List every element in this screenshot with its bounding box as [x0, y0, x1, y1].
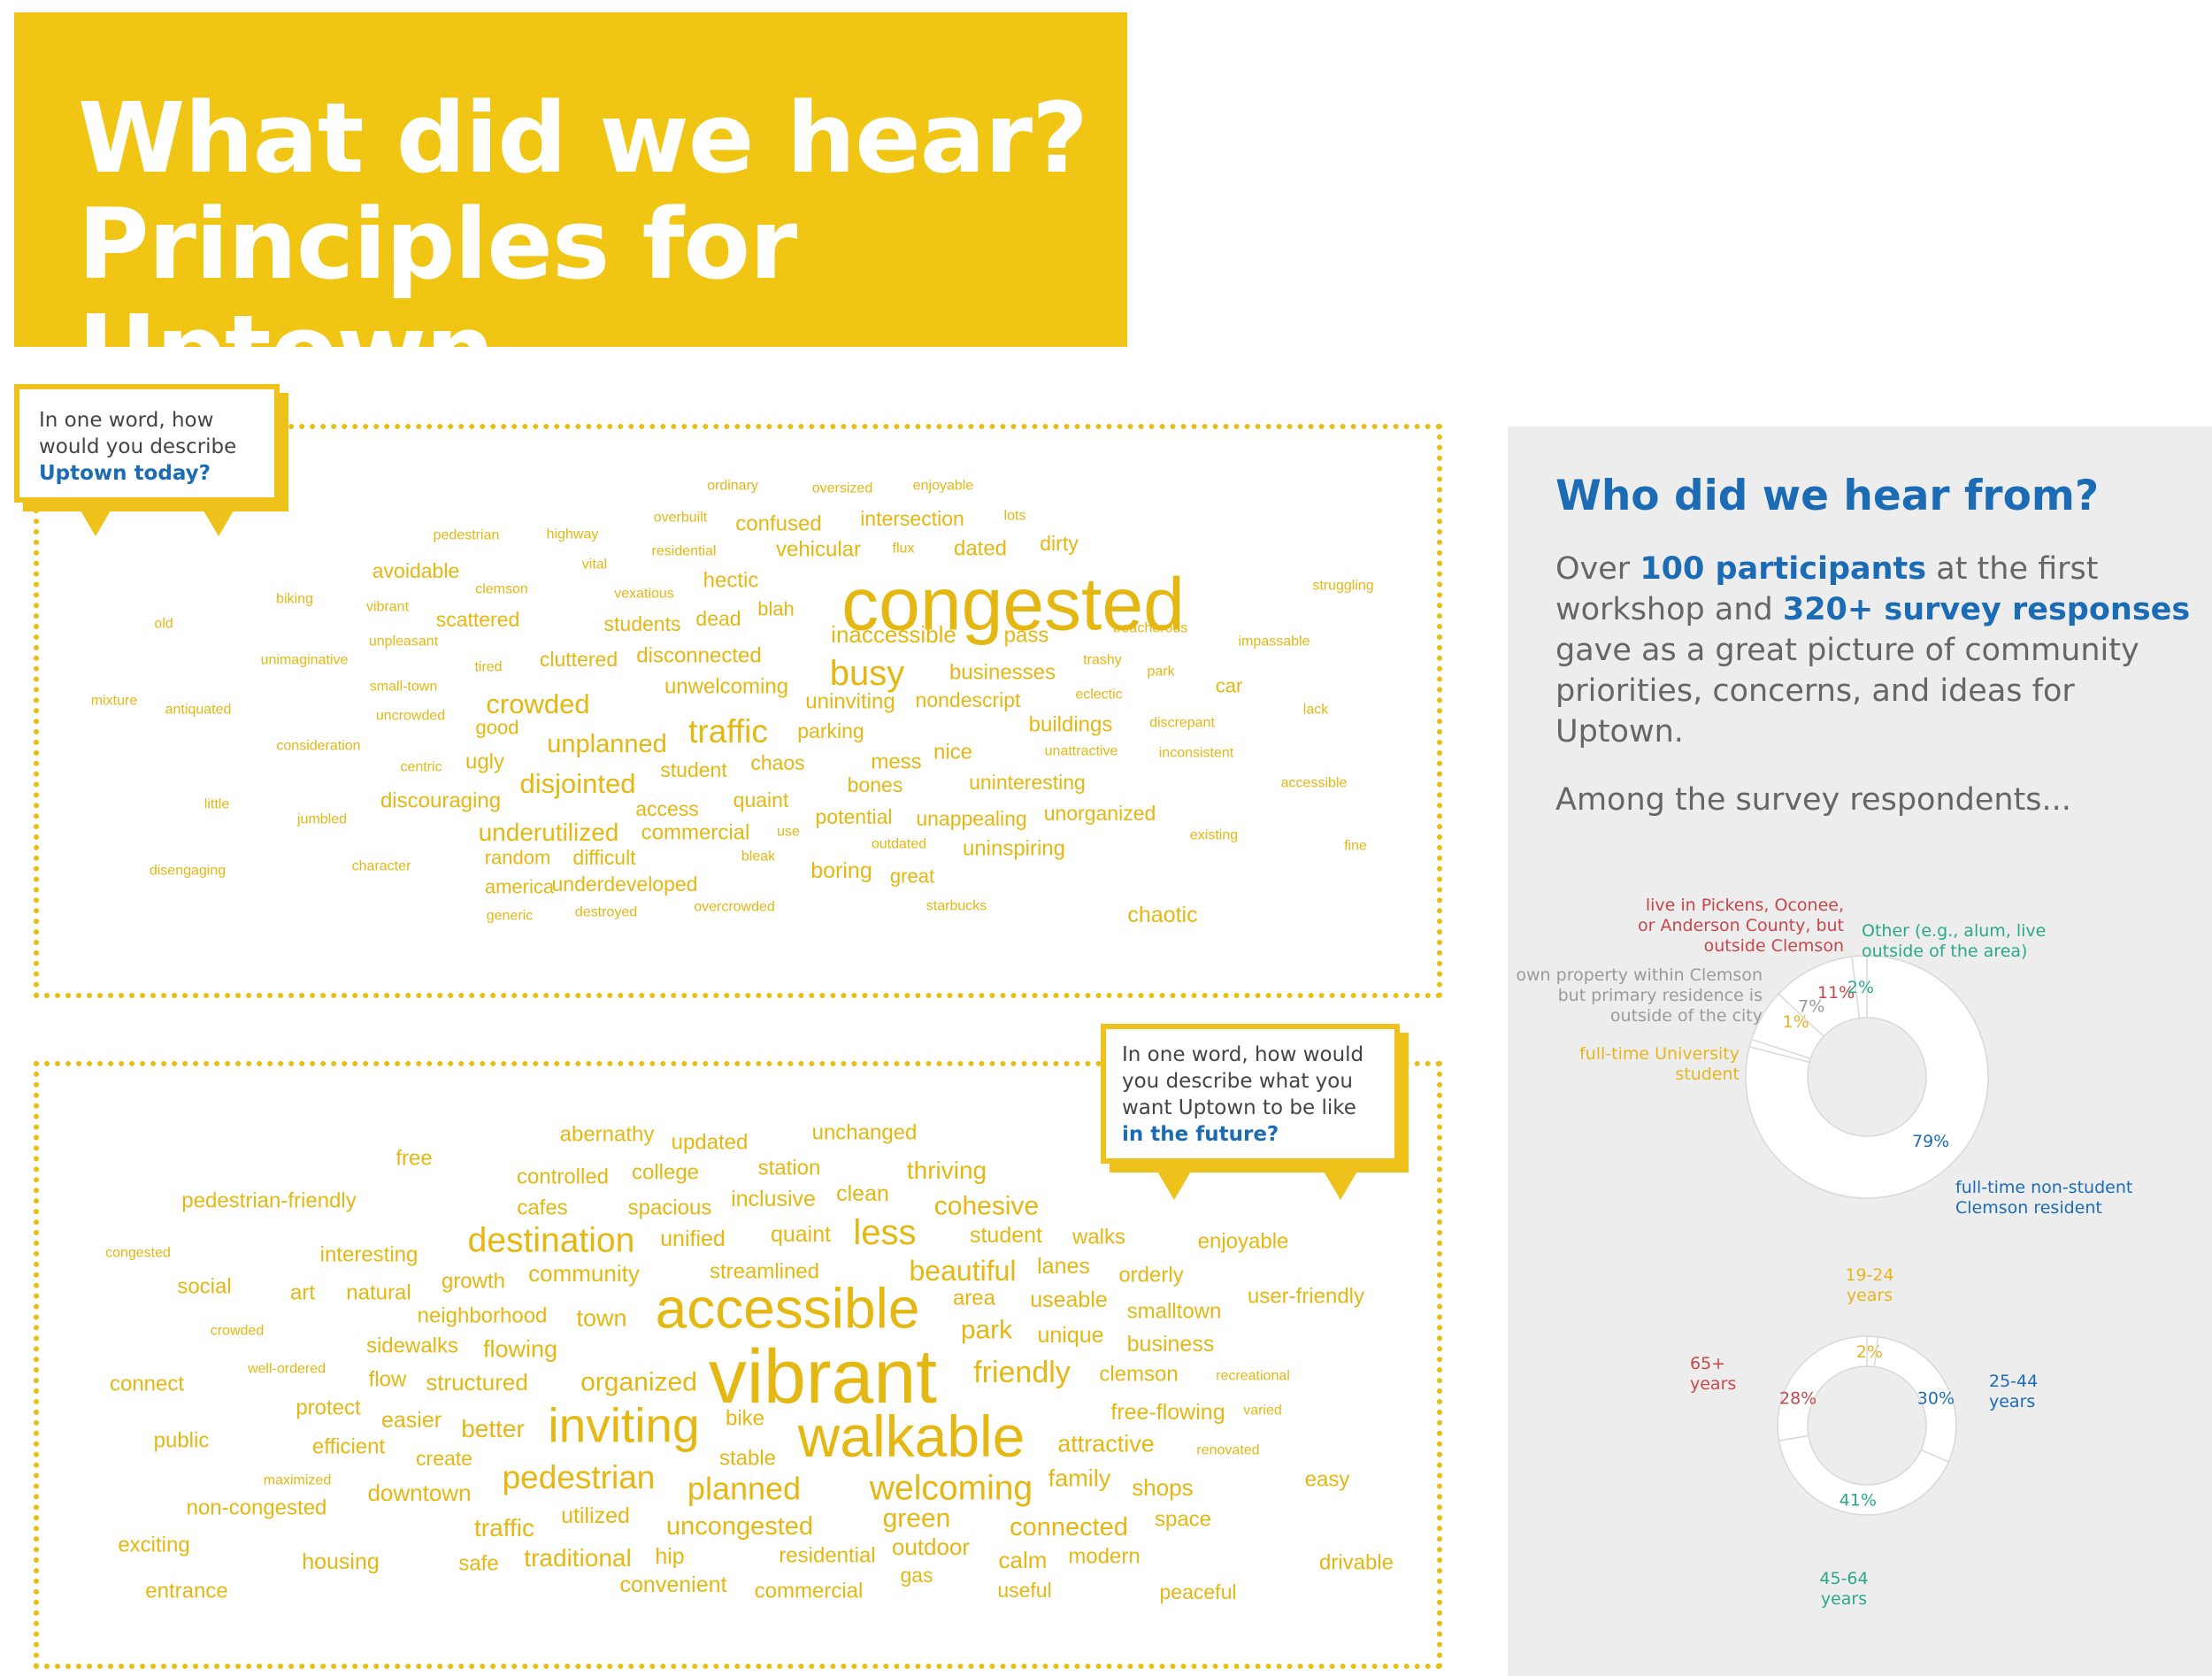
bubble-tail — [78, 506, 113, 536]
future-question-box: In one word, how would you describe what… — [1101, 1024, 1400, 1164]
future-cloud-frame — [34, 1061, 1442, 1669]
age-slice-value-1: 30% — [1917, 1389, 1955, 1409]
body-text: at the first workshop and — [1555, 551, 2099, 627]
respondent-type-donut: 79% 1%7%11%2% — [1745, 955, 1989, 1199]
label-65-plus: 65+ years — [1690, 1354, 1737, 1394]
sidebar-body: Over 100 participants at the first works… — [1555, 549, 2193, 752]
respondent-type-slice-divider — [1749, 1046, 1810, 1064]
age-slice-value-3: 28% — [1779, 1389, 1816, 1409]
respondent-type-slice-value-0: 79% — [1912, 1132, 1949, 1151]
body-text: Over — [1555, 551, 1640, 587]
title-line-1: What did we hear? — [78, 81, 1088, 195]
age-slice-divider — [1873, 1336, 1879, 1367]
today-question-box: In one word, how would you describe Upto… — [14, 384, 280, 503]
label-own-property: own property within Clemson but primary … — [1516, 965, 1763, 1026]
bubble-tail — [1156, 1170, 1192, 1200]
bubble-tail — [201, 506, 236, 536]
age-slice-value-0: 2% — [1856, 1342, 1883, 1362]
participants-count: 100 participants — [1640, 551, 1927, 587]
age-donut-inner-edge — [1807, 1365, 1927, 1486]
respondent-type-slice-value-3: 11% — [1817, 983, 1855, 1003]
donut-charts: 79%1%7%11%2%2%30%41%28% — [1745, 955, 1989, 1516]
age-slice-divider — [1920, 1449, 1949, 1463]
title-line-2: Principles for Uptown — [78, 188, 797, 407]
age-donut: 2% 30% 41% 28% — [1777, 1335, 1957, 1516]
future-question-text: In one word, how would you describe what… — [1122, 1043, 1364, 1119]
label-pickens-oconee-anderson: live in Pickens, Oconee, or Anderson Cou… — [1638, 896, 1844, 956]
future-question-emphasis: in the future? — [1122, 1123, 1279, 1146]
respondent-type-slice-value-1: 1% — [1783, 1012, 1809, 1032]
respondent-type-slice-value-2: 7% — [1798, 997, 1824, 1017]
body-text: gave as a great picture of community pri… — [1555, 633, 2139, 750]
label-45-64: 45-64 years — [1819, 1569, 1869, 1609]
bubble-tail — [1323, 1170, 1358, 1200]
today-question-emphasis: Uptown today? — [39, 462, 211, 485]
label-25-44: 25-44 years — [1989, 1372, 2039, 1411]
age-slice-value-2: 41% — [1839, 1490, 1877, 1510]
age-slice-divider — [1778, 1434, 1809, 1442]
today-question-text: In one word, how would you describe — [39, 409, 237, 458]
respondent-type-slice-divider — [1851, 956, 1861, 1019]
sidebar-title: Who did we hear from? — [1555, 472, 2100, 520]
label-other: Other (e.g., alum, live outside of the a… — [1862, 921, 2047, 961]
label-university-student: full-time University student — [1579, 1044, 1740, 1084]
today-cloud-frame — [34, 424, 1442, 998]
label-19-24: 19-24 years — [1845, 1265, 1894, 1305]
respondent-type-slice-value-4: 2% — [1847, 978, 1874, 997]
title-banner: What did we hear? Principles for Uptown — [14, 12, 1127, 404]
respondent-type-slice-divider — [1778, 993, 1824, 1037]
respondent-type-slice-divider — [1751, 1038, 1811, 1060]
respondent-type-donut-inner-edge — [1807, 1017, 1927, 1137]
page-title: What did we hear? Principles for Uptown — [78, 85, 1127, 404]
age-donut-ring — [1778, 1336, 1956, 1515]
sidebar-panel — [1508, 427, 2212, 1676]
label-nonstudent-resident: full-time non-student Clemson resident — [1955, 1178, 2133, 1218]
sidebar-subtitle: Among the survey respondents... — [1555, 782, 2071, 818]
survey-count: 320+ survey responses — [1782, 592, 2191, 627]
